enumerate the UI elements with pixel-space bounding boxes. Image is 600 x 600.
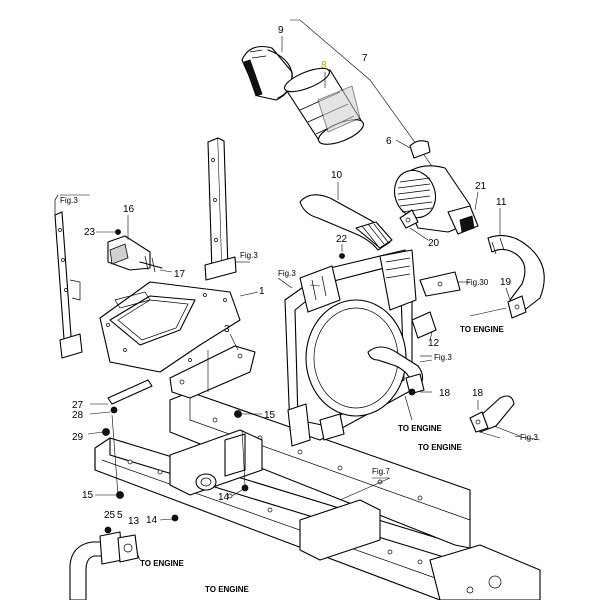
callout-7: 7 (362, 53, 368, 64)
tall-post (204, 137, 250, 281)
fig3-shroud-ref: Fig.3 (278, 269, 296, 278)
air-cleaner-body (290, 19, 479, 241)
radiator-hose-lower (469, 395, 521, 439)
callout-19: 19 (500, 277, 512, 288)
air-cleaner-cap (241, 36, 293, 101)
to-engine-bottom: TO ENGINE (205, 585, 250, 594)
mount-bracket-3 (169, 333, 256, 399)
callout-28: 28 (72, 410, 84, 421)
callout-23: 23 (84, 227, 96, 238)
callout-18-middle: 18 (439, 388, 451, 399)
fasteners (95, 410, 262, 522)
callout-17: 17 (174, 269, 186, 280)
to-engine-middle-hose: TO ENGINE (398, 424, 443, 433)
fig30-ref: Fig.30 (466, 278, 489, 287)
callout-15-lower: 15 (82, 490, 94, 501)
callout-18-right: 18 (472, 388, 484, 399)
callout-13: 13 (128, 516, 140, 527)
chassis-frame (94, 391, 541, 600)
callout-25: 25 (104, 510, 116, 521)
fig3-top-ref: Fig.3 (240, 251, 258, 260)
exhaust-pipe (69, 526, 141, 600)
radiator-shroud (284, 244, 417, 447)
fig3-hose-ref: Fig.3 (434, 353, 452, 362)
side-plates (411, 271, 470, 341)
callout-8: 8 (321, 60, 327, 71)
callout-6: 6 (386, 136, 392, 147)
left-upright-bracket (54, 194, 90, 359)
callout-5: 5 (117, 510, 123, 521)
callout-14-left: 14 (146, 515, 158, 526)
callout-29: 29 (72, 432, 84, 443)
fig3-left-ref: Fig.3 (60, 196, 78, 205)
radiator-hose-middle (367, 346, 432, 421)
callout-15-upper: 15 (264, 410, 276, 421)
radiator-hose-upper (469, 208, 545, 319)
callout-16: 16 (123, 204, 135, 215)
callout-1: 1 (259, 286, 265, 297)
floor-plate (99, 281, 259, 373)
callout-27: 27 (72, 400, 84, 411)
pedal-bracket (96, 215, 173, 273)
to-engine-lower-hose: TO ENGINE (418, 443, 463, 452)
callout-11: 11 (496, 197, 507, 208)
to-engine-exhaust: TO ENGINE (140, 559, 185, 568)
callout-9: 9 (278, 25, 284, 36)
fig7-ref: Fig.7 (372, 467, 390, 476)
callout-21: 21 (475, 181, 487, 192)
callout-22: 22 (336, 234, 348, 245)
callout-14-right: 14 (218, 492, 230, 503)
callout-20: 20 (428, 238, 440, 249)
body-ribs (397, 177, 433, 213)
link-bar (87, 379, 153, 496)
callout-3: 3 (224, 324, 230, 335)
fig3-right-ref: Fig.3 (520, 433, 538, 442)
filter-element (283, 67, 365, 145)
intake-hose (299, 182, 393, 251)
callout-12: 12 (428, 338, 440, 349)
callout-10: 10 (331, 170, 343, 181)
to-engine-upper-hose: TO ENGINE (460, 325, 505, 334)
